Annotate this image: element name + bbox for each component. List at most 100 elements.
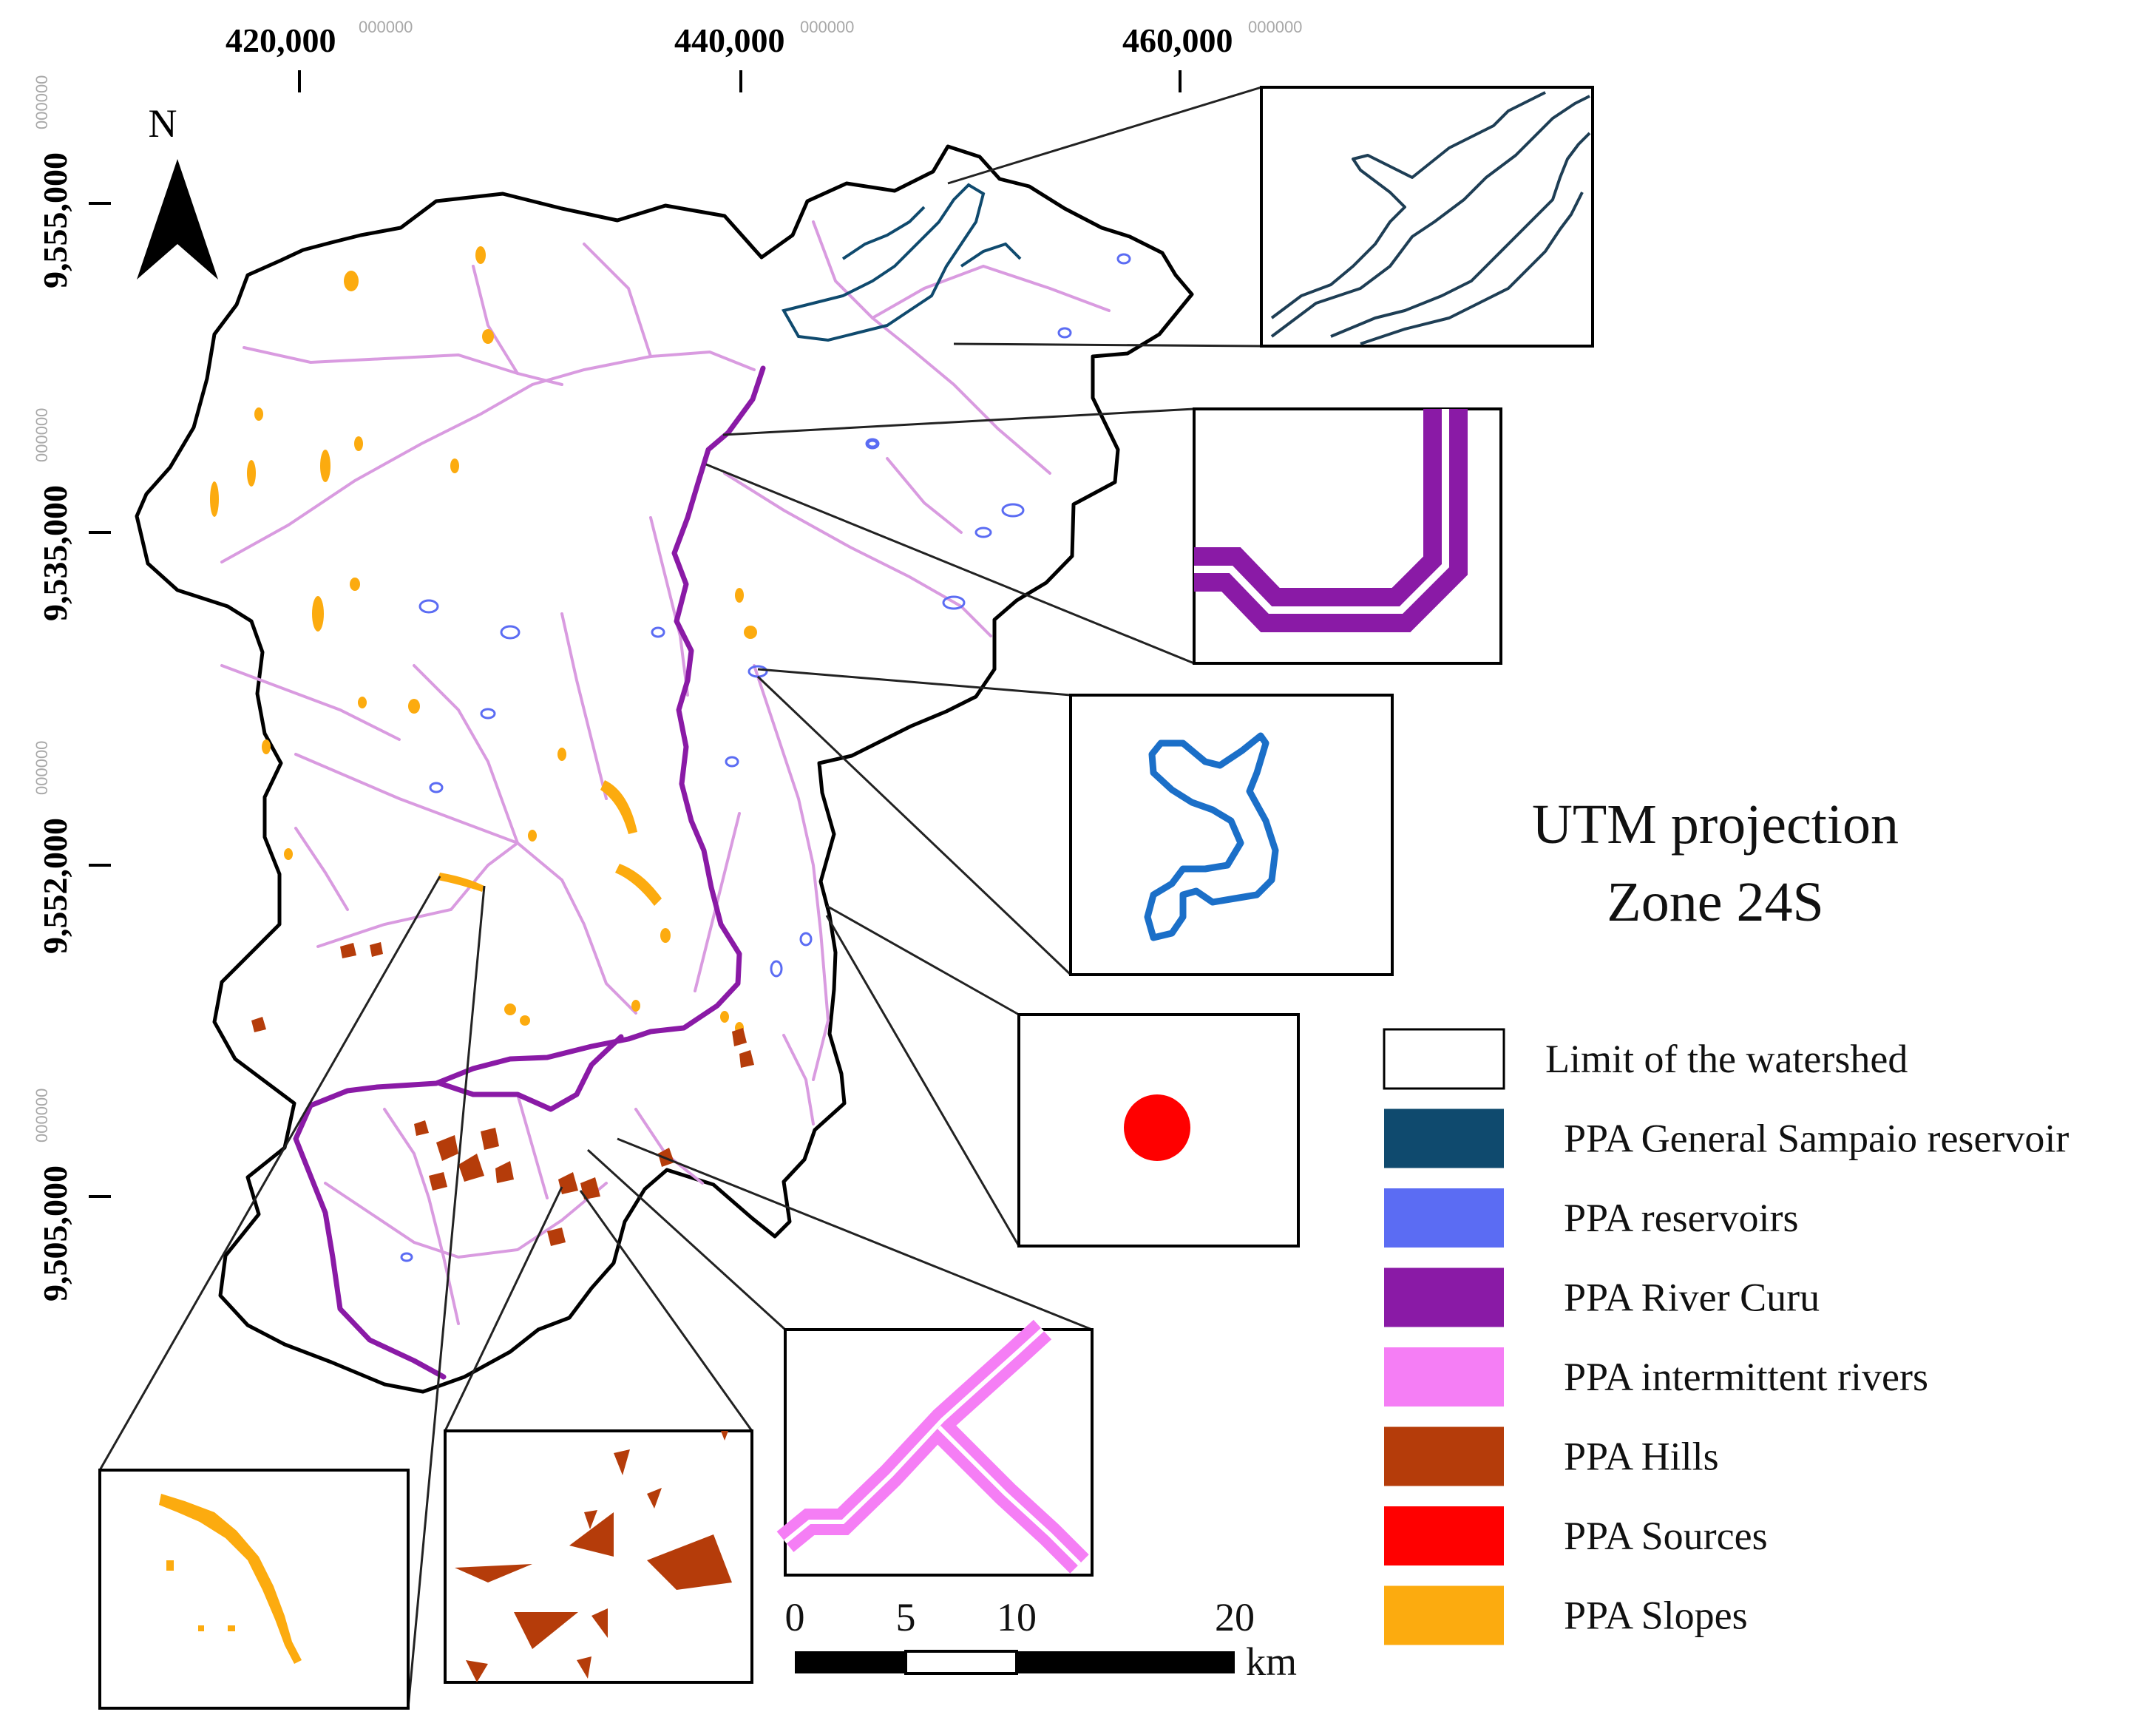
hill-patch (414, 1120, 429, 1136)
slope-patch (528, 830, 537, 842)
scale-label: 0 (785, 1595, 805, 1639)
left-coordinate-ticks: 9,555,000 000000 9,535,000 000000 9,552,… (33, 75, 111, 1301)
scale-unit: km (1246, 1639, 1297, 1684)
legend-swatch (1384, 1267, 1504, 1327)
watershed-boundary (135, 144, 1194, 1394)
inset-leader-line (953, 342, 1262, 348)
slope-patch (228, 1625, 235, 1631)
slope-patch (450, 458, 459, 473)
slope-patch (354, 436, 363, 451)
hill-patch (569, 1512, 614, 1557)
left-tick-suffix: 000000 (33, 741, 51, 795)
legend-label: PPA reservoirs (1564, 1196, 1799, 1240)
legend-swatch (1384, 1426, 1504, 1486)
river-path (437, 1034, 624, 1112)
river-path (294, 827, 349, 911)
inset-frame (98, 1469, 410, 1710)
left-tick-label: 9,535,000 (36, 485, 74, 621)
river-path (220, 350, 756, 563)
reservoir-shape (1057, 327, 1072, 339)
reservoir-shape (1001, 503, 1025, 518)
hill-patch (580, 1177, 600, 1199)
slope-patch (475, 246, 486, 264)
hill-patch (547, 1228, 566, 1246)
river-path (560, 612, 608, 800)
source-point (1124, 1094, 1190, 1161)
left-tick-label: 9,555,000 (36, 152, 74, 288)
left-tick-suffix: 000000 (33, 75, 51, 129)
hill-patch (495, 1161, 514, 1183)
inset-leader-line (947, 86, 1262, 185)
legend-swatch (1384, 1347, 1504, 1407)
inset-leader-line (826, 904, 1020, 1016)
river-path (316, 842, 519, 948)
top-tick-label: 420,000 (226, 21, 336, 59)
legend-item: PPA intermittent rivers (1384, 1347, 1928, 1407)
reservoir-shape (867, 439, 878, 448)
river-path (886, 457, 963, 534)
hill-patch (614, 1449, 630, 1475)
left-tick-label: 9,552,000 (36, 818, 74, 954)
north-arrow-icon (137, 159, 218, 280)
slope-patch (660, 928, 671, 943)
hill-patch (647, 1488, 662, 1509)
reservoir-shape (418, 599, 439, 614)
river-path (723, 472, 992, 637)
river-path (753, 664, 830, 1081)
hill-patch (721, 1431, 728, 1441)
slope-patch (735, 588, 744, 603)
slope-patch (631, 1000, 640, 1012)
inset-leader-line (617, 1137, 1093, 1331)
reservoir-shape (725, 756, 739, 768)
scale-segment (904, 1650, 1018, 1675)
inset-intermittent-rivers (586, 1137, 1094, 1577)
slope-patch (344, 271, 359, 291)
left-tick-suffix: 000000 (33, 1089, 51, 1143)
legend-label: PPA River Curu (1564, 1276, 1820, 1320)
slope-patch (262, 739, 271, 754)
inset-general-sampaio (947, 86, 1594, 348)
reservoir-shape (651, 626, 665, 638)
top-tick-label: 440,000 (674, 21, 785, 59)
inset-leader-line (586, 1148, 787, 1331)
inset-leader-line (444, 1186, 563, 1432)
hill-patch (370, 942, 383, 957)
ppa-hills (251, 942, 754, 1246)
reservoir-outline (1270, 91, 1546, 319)
slope-patch (438, 873, 484, 892)
hill-patch (514, 1612, 578, 1649)
legend-label: PPA General Sampaio reservoir (1564, 1117, 2069, 1161)
scale-segment (1017, 1651, 1235, 1673)
reservoir-outline (1330, 132, 1591, 338)
legend-label: PPA Sources (1564, 1514, 1768, 1558)
slope-patch (247, 460, 256, 487)
hill-patch (466, 1660, 488, 1682)
scale-bar: 0 5 10 20 km (785, 1595, 1298, 1684)
slope-patch (350, 578, 360, 591)
slope-patch (744, 626, 757, 639)
hill-patch (732, 1028, 747, 1046)
hill-patch (429, 1172, 447, 1191)
projection-label: UTM projection (1532, 793, 1899, 856)
reservoir-shape (974, 527, 992, 538)
reservoir-outline (841, 206, 926, 260)
river-path (583, 243, 652, 358)
slope-patch (320, 450, 330, 482)
reservoir-shape (1116, 253, 1131, 265)
watershed-area (135, 144, 1194, 1394)
top-tick-label: 460,000 (1122, 21, 1233, 59)
left-tick-suffix: 000000 (33, 408, 51, 462)
legend-item: PPA reservoirs (1384, 1188, 1799, 1248)
reservoir-outline (781, 183, 986, 342)
reservoir-shape (429, 782, 444, 793)
legend-label: Limit of the watershed (1545, 1037, 1908, 1081)
scale-segment (795, 1651, 906, 1673)
hill-patch (584, 1510, 597, 1529)
hill-patch (436, 1135, 458, 1161)
river-centerline (937, 1425, 1082, 1566)
legend-label: PPA Slopes (1564, 1594, 1748, 1638)
inset-leader-line (98, 876, 441, 1471)
projection-info: UTM projection Zone 24S (1532, 793, 1899, 933)
